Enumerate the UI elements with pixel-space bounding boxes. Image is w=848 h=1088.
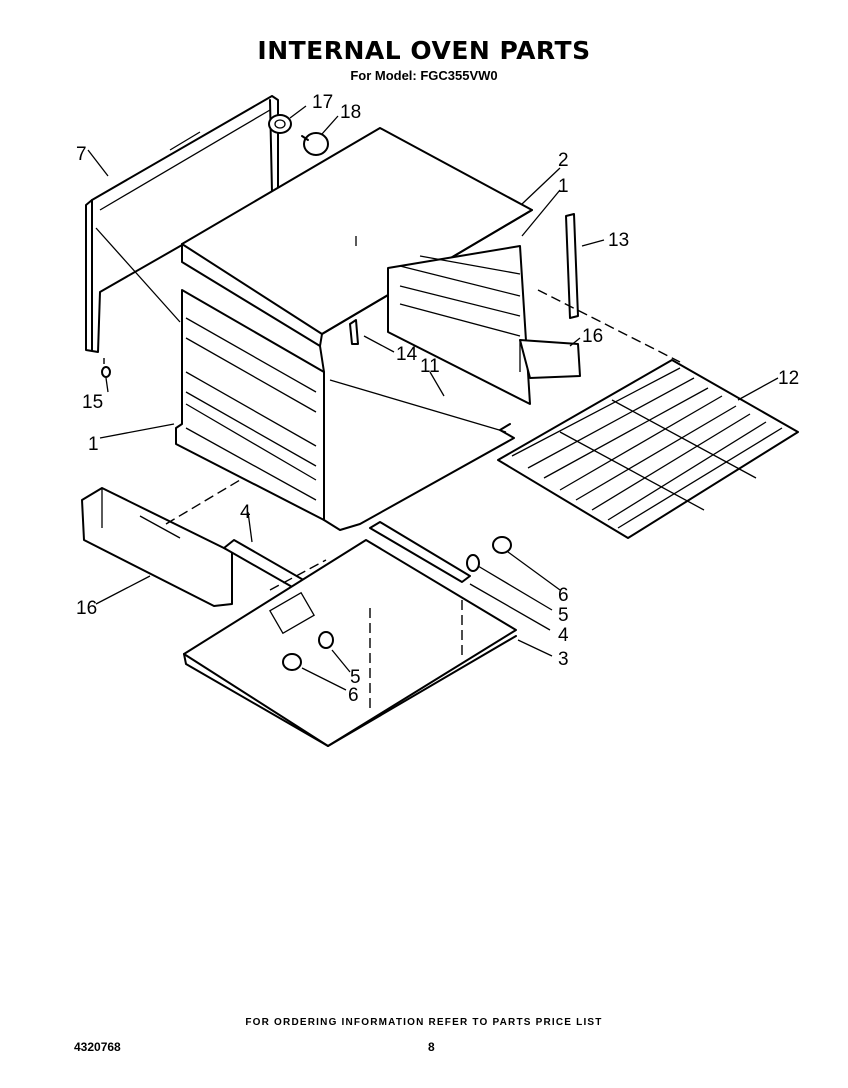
ordering-note: FOR ORDERING INFORMATION REFER TO PARTS … bbox=[245, 1017, 603, 1028]
part-6-foot-right bbox=[492, 536, 512, 554]
part-12-oven-rack bbox=[497, 359, 799, 539]
callout-6-right: 6 bbox=[558, 585, 569, 606]
part-18-light-bulb bbox=[301, 132, 329, 156]
document-number: 4320768 bbox=[74, 1040, 121, 1054]
callout-5-left: 5 bbox=[350, 667, 361, 688]
callout-16-left: 16 bbox=[76, 598, 97, 619]
callout-4-right: 4 bbox=[558, 625, 569, 646]
callout-2: 2 bbox=[558, 150, 569, 171]
page-number: 8 bbox=[428, 1040, 435, 1054]
oven-liner-right-wall bbox=[387, 245, 531, 405]
callout-6-left: 6 bbox=[348, 685, 359, 706]
callout-17: 17 bbox=[312, 92, 333, 113]
callout-3: 3 bbox=[558, 649, 569, 670]
part-3-base-tray bbox=[183, 539, 517, 747]
part-7-back-frame bbox=[85, 95, 279, 353]
part-5-foot-left bbox=[318, 631, 334, 649]
part-4-rail-right bbox=[369, 521, 471, 583]
part-5-foot-right bbox=[466, 554, 480, 572]
part-6-foot-left bbox=[282, 653, 302, 671]
part-15-screw bbox=[101, 366, 111, 378]
part-11-oven-bottom bbox=[323, 379, 515, 531]
model-subtitle: For Model: FGC355VW0 bbox=[350, 68, 498, 83]
part-17-lamp-socket bbox=[268, 114, 292, 134]
callout-7: 7 bbox=[76, 144, 87, 165]
callout-11: 11 bbox=[420, 356, 440, 377]
callout-15: 15 bbox=[82, 392, 103, 413]
oven-liner-left-wall bbox=[175, 289, 325, 521]
leader-lines bbox=[87, 105, 779, 691]
page-title: INTERNAL OVEN PARTS bbox=[257, 36, 591, 65]
callout-4-left: 4 bbox=[240, 502, 251, 523]
part-16-trim-right bbox=[519, 339, 581, 379]
callout-16-right: 16 bbox=[582, 326, 603, 347]
callout-13: 13 bbox=[608, 230, 629, 251]
callout-1-left: 1 bbox=[88, 434, 99, 455]
callout-1-right: 1 bbox=[558, 176, 569, 197]
part-16-trim-left bbox=[81, 487, 233, 607]
part-14-clip bbox=[349, 319, 359, 345]
callout-14: 14 bbox=[396, 344, 418, 365]
callout-18: 18 bbox=[340, 102, 361, 123]
part-13-bracket bbox=[565, 213, 579, 319]
callout-12: 12 bbox=[778, 368, 799, 389]
alignment-lines bbox=[103, 289, 681, 710]
callout-5-right: 5 bbox=[558, 605, 569, 626]
